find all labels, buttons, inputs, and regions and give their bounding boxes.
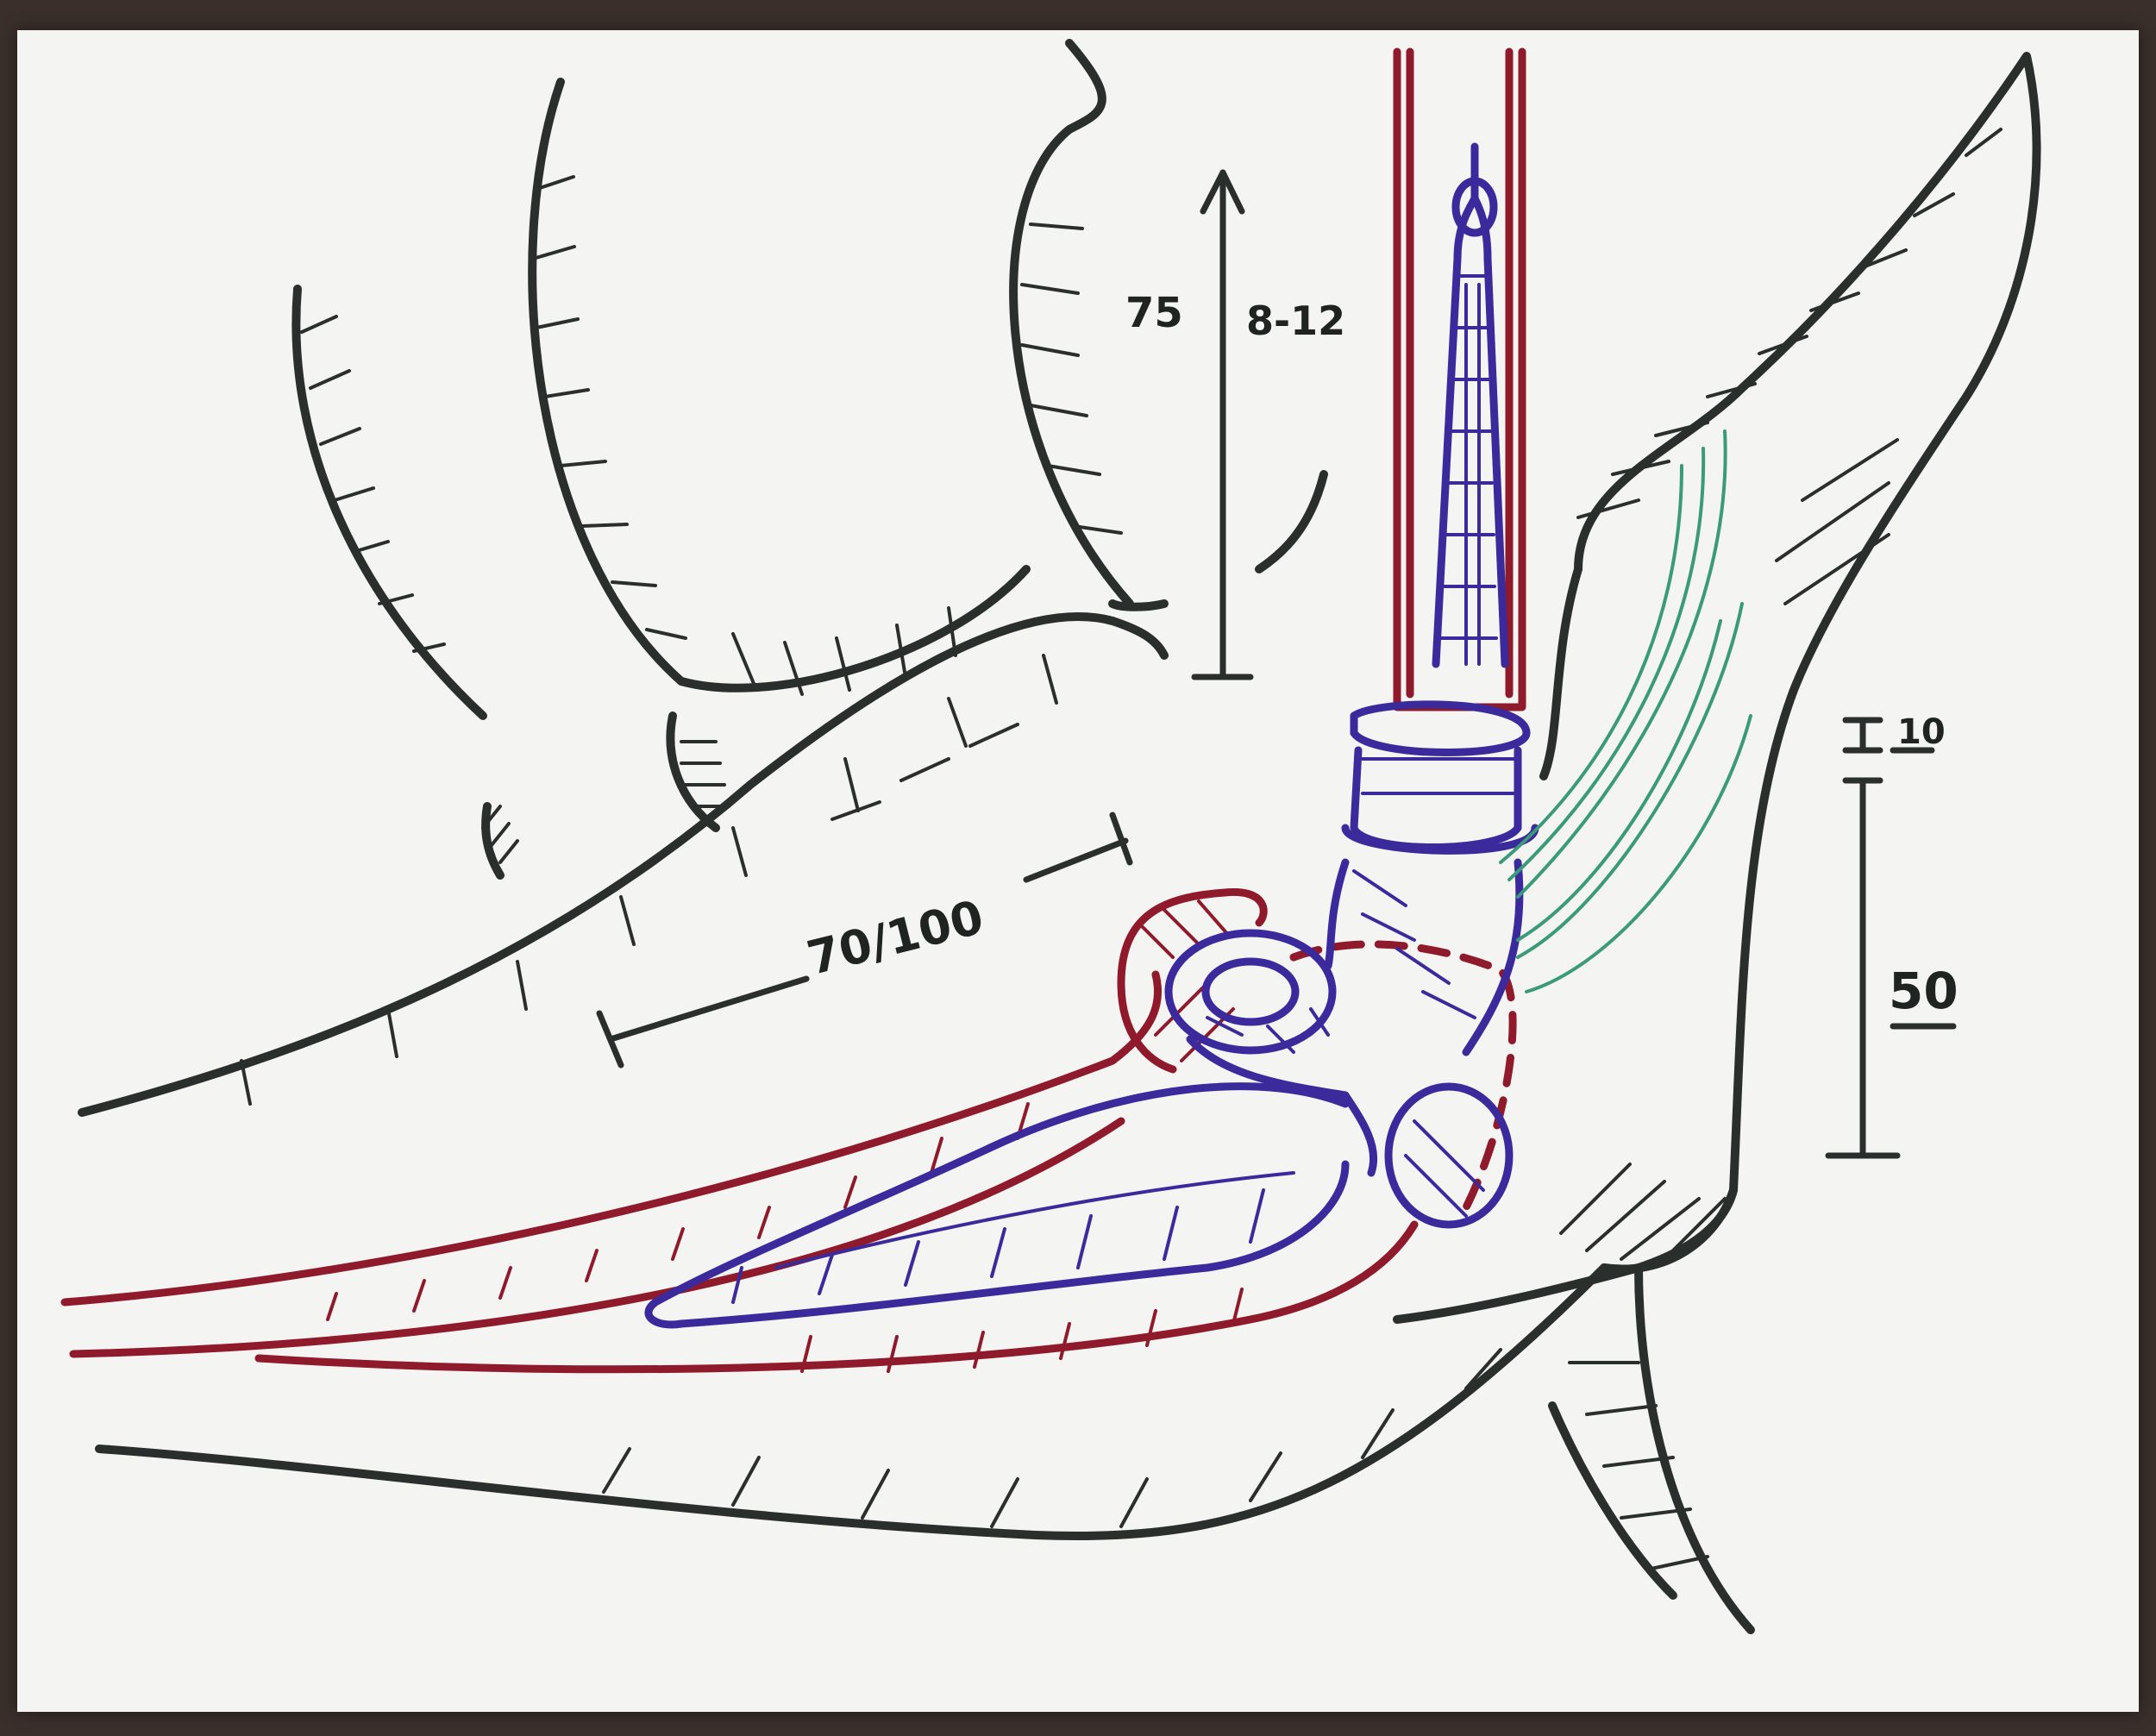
blue-bone-outline <box>644 142 1539 1329</box>
red-tendon-outline <box>60 47 1526 1374</box>
black-hatching <box>240 128 2002 1571</box>
large-gap-label: 50 <box>1889 962 1959 1020</box>
green-muscle-fibers <box>1499 429 1752 993</box>
body-outline <box>78 39 2041 1634</box>
length-range-label: 8-12 <box>1246 298 1346 344</box>
depth-label: 75 <box>1125 289 1183 337</box>
measurement-marks <box>596 169 1957 1159</box>
whiteboard-sheet <box>17 30 2139 1712</box>
blue-hatching <box>731 274 1520 1304</box>
small-gap-label: 10 <box>1897 712 1946 752</box>
